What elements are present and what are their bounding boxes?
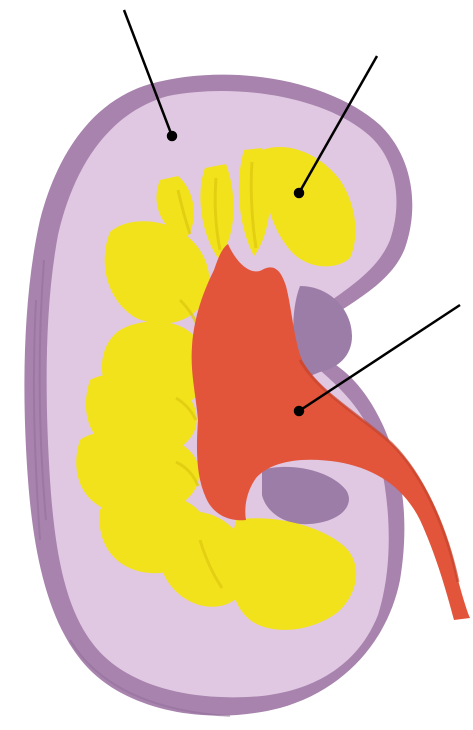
leader-dot-cortex (168, 132, 176, 140)
leader-dot-pelvis (295, 407, 303, 415)
leader-dot-medulla (295, 189, 303, 197)
